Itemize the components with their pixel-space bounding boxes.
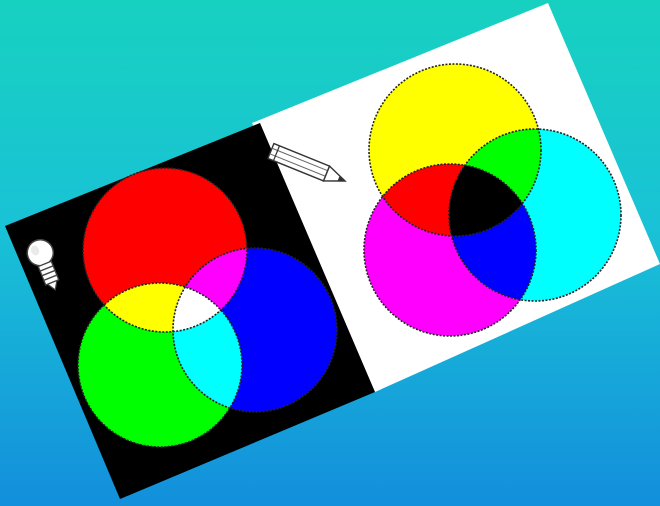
slide-canvas (0, 0, 660, 506)
color-mixing-illustration (0, 0, 660, 506)
